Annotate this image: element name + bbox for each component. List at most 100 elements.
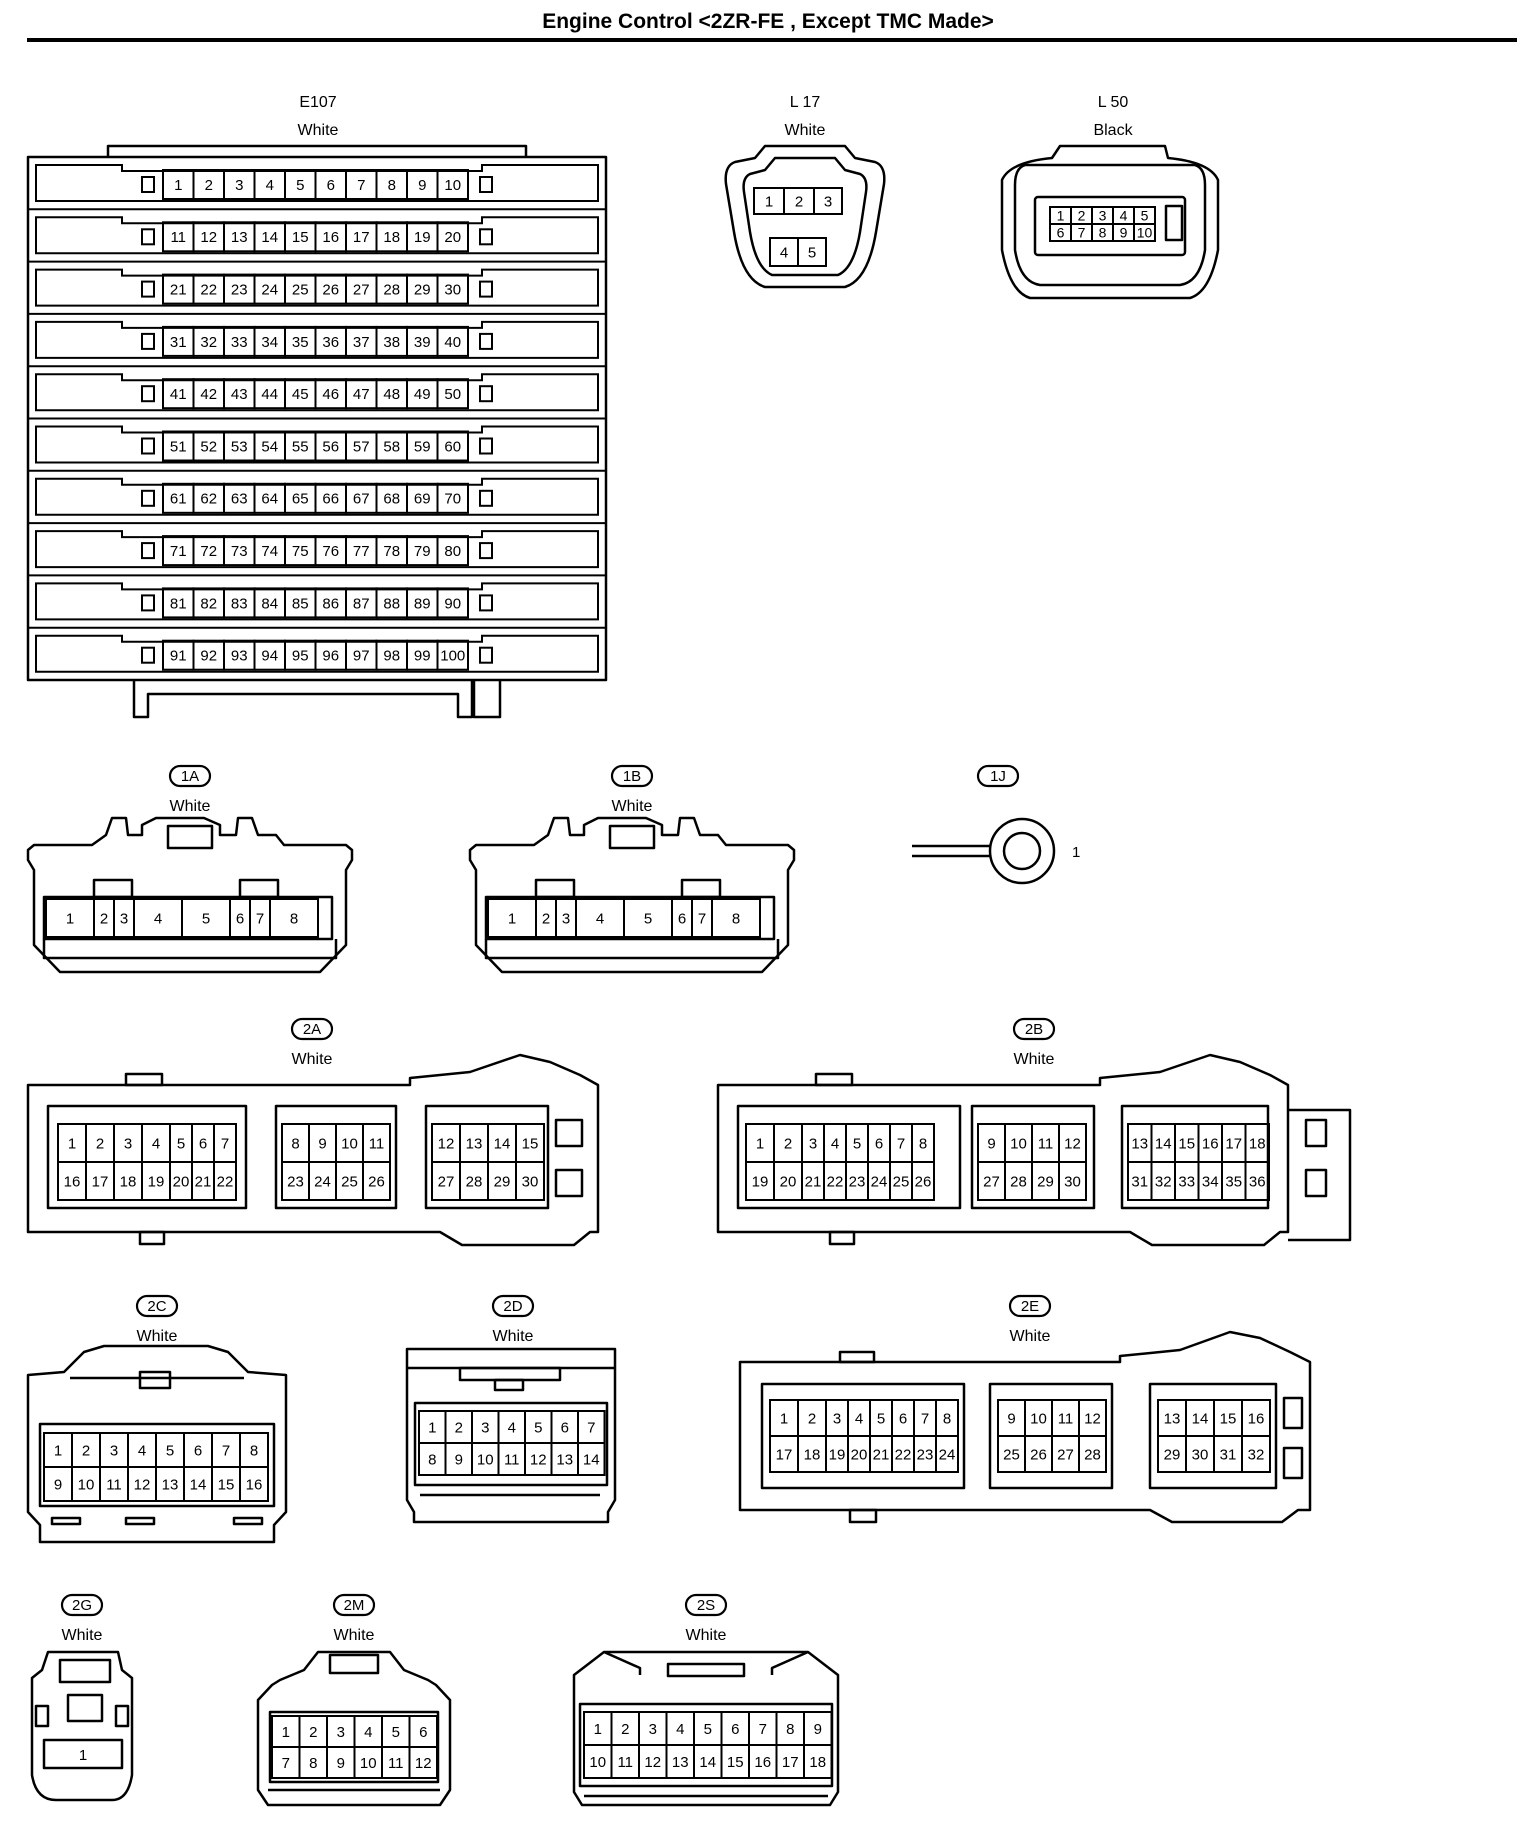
2m-pin-10-number: 10	[360, 1755, 377, 1772]
1b-pin-5-number: 5	[644, 910, 652, 927]
1b-pin-5: 5	[623, 898, 673, 938]
connector-2m-body	[256, 1650, 452, 1807]
e107-pin-79: 79	[406, 535, 439, 567]
e107-pin-48-number: 48	[383, 386, 400, 403]
2c-pin-2: 2	[71, 1432, 101, 1468]
2e-pin-25-number: 25	[1003, 1446, 1020, 1463]
e107-pin-100: 100	[436, 639, 469, 671]
e107-pin-7-number: 7	[357, 177, 365, 194]
connector-2b-body	[716, 1053, 1352, 1247]
2b-pin-35-number: 35	[1225, 1173, 1242, 1190]
2e-pin-31-number: 31	[1220, 1446, 1237, 1463]
2a-pin-1: 1	[57, 1123, 87, 1163]
e107-pin-25: 25	[284, 273, 317, 305]
l17-pin-5-number: 5	[808, 244, 816, 261]
2s-pin-6-number: 6	[731, 1721, 739, 1738]
e107-pin-14: 14	[253, 221, 286, 253]
2b-pin-36-cell	[1244, 1161, 1270, 1201]
2e-pin-19: 19	[825, 1435, 849, 1473]
2b-pin-16-number: 16	[1202, 1135, 1219, 1152]
e107-row-frame	[35, 477, 599, 516]
connector-label-l17: L 17	[790, 94, 821, 111]
e107-pin-92: 92	[192, 639, 225, 671]
e107-pin-80-cell	[436, 535, 469, 567]
e107-pin-52-number: 52	[200, 438, 217, 455]
connector-color-2d: White	[493, 1328, 534, 1345]
2m-pin-3: 3	[326, 1715, 356, 1748]
1b-pin-7: 7	[691, 898, 713, 938]
e107-row-frame	[35, 216, 599, 255]
2b-pin-3: 3	[801, 1123, 825, 1163]
e107-pin-86-number: 86	[322, 595, 339, 612]
2a-pin-26-number: 26	[368, 1173, 385, 1190]
page-title: Engine Control <2ZR-FE , Except TMC Made…	[542, 10, 994, 33]
2b-pin-26: 26	[911, 1161, 935, 1201]
e107-row-1	[28, 164, 606, 211]
e107-pin-88-number: 88	[383, 595, 400, 612]
2e-pin-27-number: 27	[1057, 1446, 1074, 1463]
1b-pin-2-number: 2	[542, 910, 550, 927]
badge-label-1b: 1B	[623, 768, 641, 785]
badge-2a	[290, 1017, 334, 1041]
2e-pin-17: 17	[769, 1435, 799, 1473]
e107-pin-2: 2	[192, 169, 225, 200]
badge-2c	[135, 1294, 179, 1318]
2e-pin-2: 2	[797, 1399, 827, 1437]
2s-pin-15: 15	[720, 1744, 750, 1779]
2e-pin-29-number: 29	[1164, 1446, 1181, 1463]
e107-pin-42: 42	[192, 378, 225, 410]
2d-pin-10-number: 10	[477, 1451, 494, 1468]
e107-pin-6-number: 6	[327, 177, 335, 194]
2d-pin-2: 2	[444, 1410, 473, 1444]
2b-pin-25: 25	[889, 1161, 913, 1201]
e107-pin-96: 96	[314, 639, 347, 671]
2b-pin-6-number: 6	[875, 1135, 883, 1152]
2b-pin-2: 2	[773, 1123, 803, 1163]
e107-pin-78-number: 78	[383, 543, 400, 560]
e107-pin-14-number: 14	[261, 229, 278, 246]
2c-pin-12: 12	[127, 1466, 157, 1502]
l50-pin-8: 8	[1091, 223, 1114, 242]
connector-label-l50: L 50	[1098, 94, 1129, 111]
1b-pin-3: 3	[555, 898, 577, 938]
e107-pin-46: 46	[314, 378, 347, 410]
2e-pin-8: 8	[935, 1399, 959, 1437]
e107-pin-73-number: 73	[231, 543, 248, 560]
2a-pin-18: 18	[113, 1161, 143, 1201]
connector-color-2a: White	[292, 1051, 333, 1068]
2b-pin-11: 11	[1031, 1123, 1060, 1163]
2c-pin-4-number: 4	[138, 1442, 146, 1459]
e107-pin-37: 37	[345, 325, 378, 357]
connector-1b-body	[468, 816, 796, 974]
e107-latch-left	[141, 176, 155, 193]
connector-2g-body	[30, 1650, 134, 1802]
2d-pin-8-number: 8	[428, 1451, 436, 1468]
2e-pin-6: 6	[891, 1399, 915, 1437]
e107-pin-13: 13	[223, 221, 256, 253]
e107-pin-78: 78	[375, 535, 408, 567]
e107-pin-8-number: 8	[388, 177, 396, 194]
2m-pin-3-number: 3	[337, 1724, 345, 1741]
e107-pin-65: 65	[284, 482, 317, 514]
connector-2d-body	[405, 1347, 617, 1524]
1b-pin-2: 2	[535, 898, 557, 938]
2b-pin-20-number: 20	[780, 1173, 797, 1190]
2a-pin-22-number: 22	[217, 1173, 234, 1190]
badge-label-2d: 2D	[503, 1298, 522, 1315]
e107-pin-75-number: 75	[292, 543, 309, 560]
l50-pin-1: 1	[1049, 206, 1072, 225]
e107-row-frame	[35, 268, 599, 307]
2d-pin-6-number: 6	[561, 1419, 569, 1436]
e107-pin-63: 63	[223, 482, 256, 514]
e107-row-2	[28, 216, 606, 263]
2c-pin-7-number: 7	[222, 1442, 230, 1459]
2b-pin-23: 23	[845, 1161, 869, 1201]
e107-pin-93-number: 93	[231, 648, 248, 665]
2c-pin-6-number: 6	[194, 1442, 202, 1459]
e107-pin-31-number: 31	[170, 334, 187, 351]
2b-pin-6: 6	[867, 1123, 891, 1163]
2e-pin-22-number: 22	[895, 1446, 912, 1463]
2d-pin-14-number: 14	[583, 1451, 600, 1468]
connector-color-2s: White	[686, 1627, 727, 1644]
e107-latch-right	[479, 646, 493, 664]
